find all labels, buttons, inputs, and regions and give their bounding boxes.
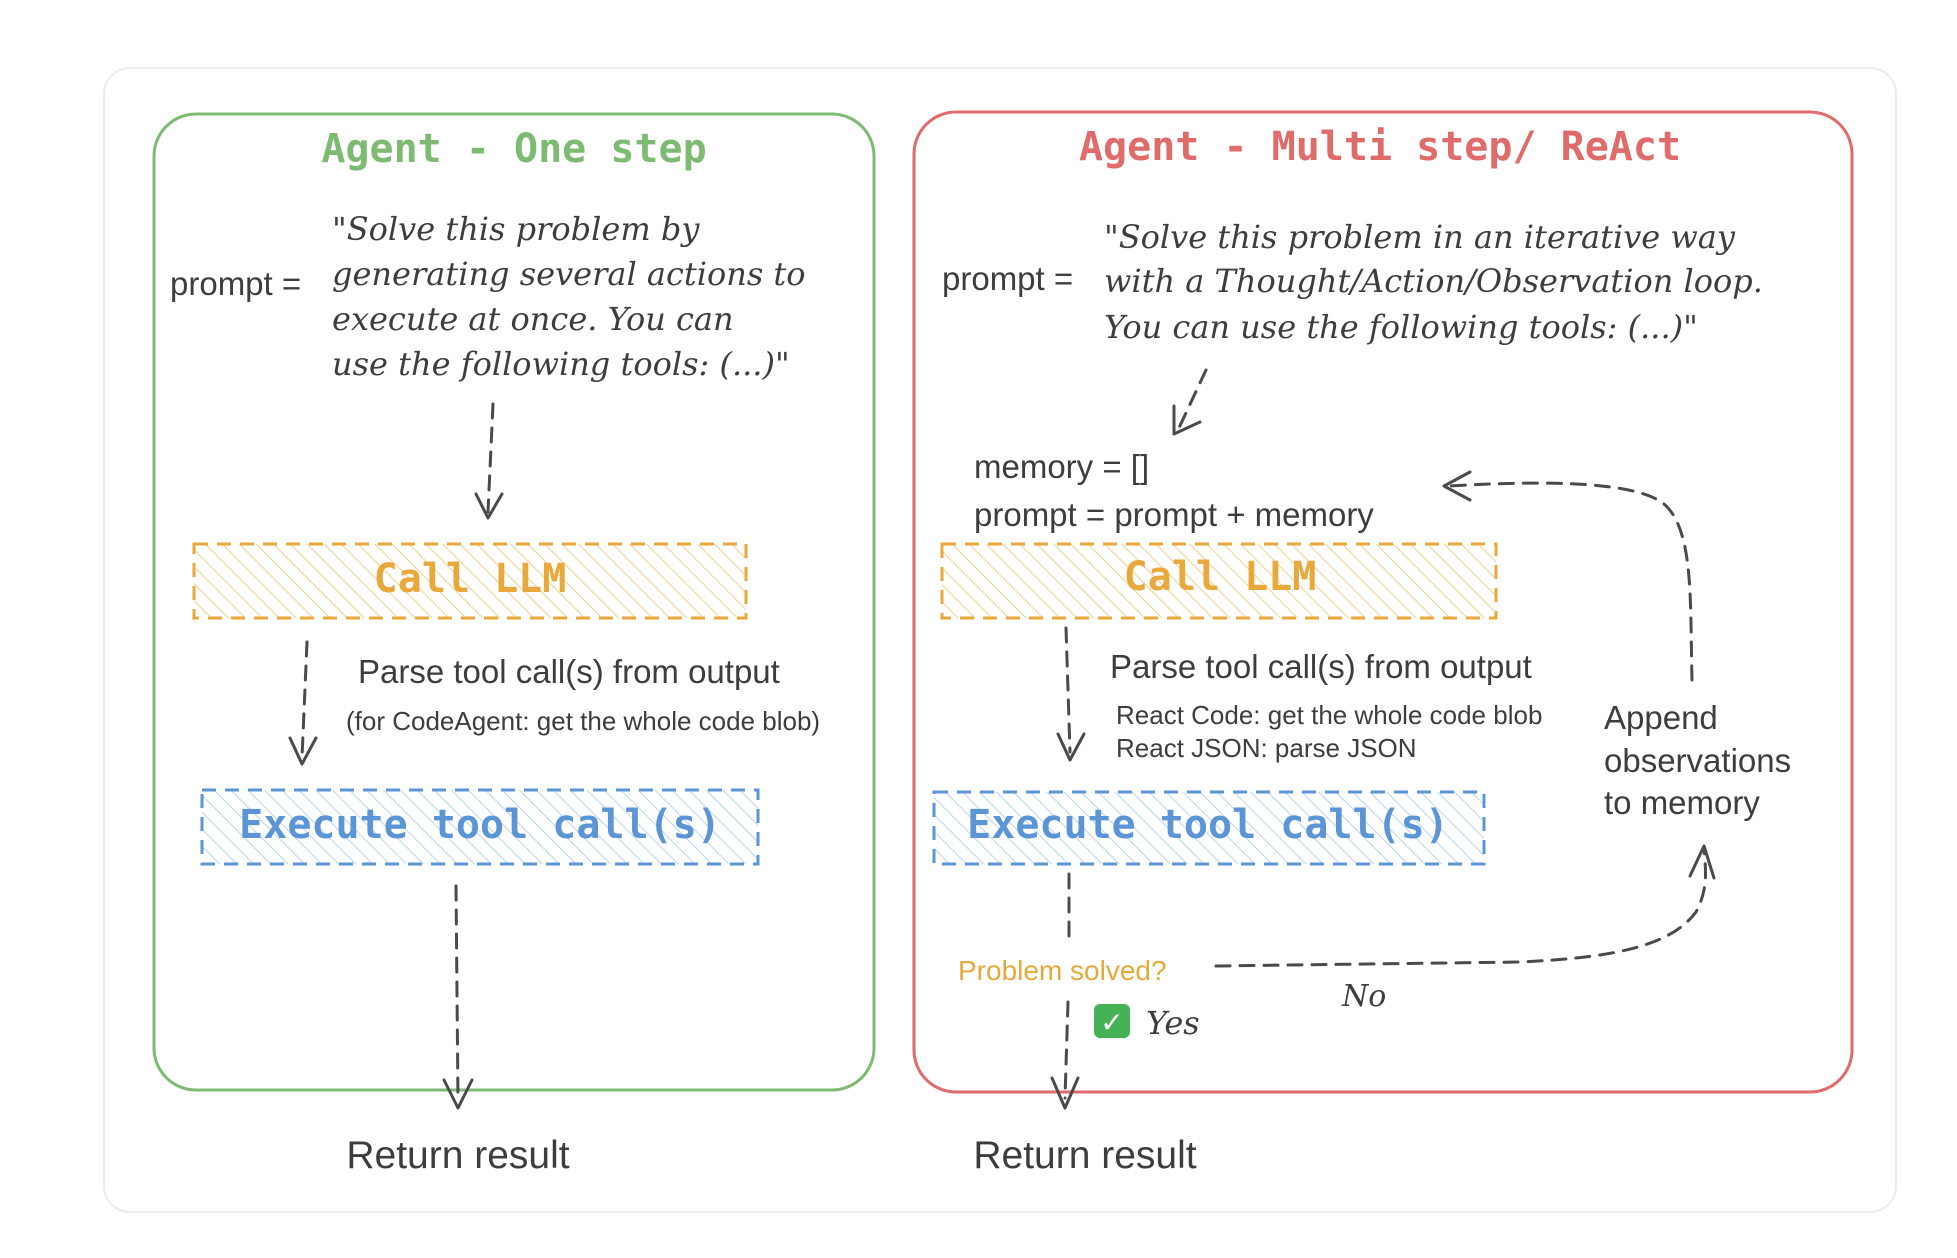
memory-update: prompt = prompt + memory	[974, 496, 1374, 533]
right-arrow-to-memory	[1176, 368, 1208, 432]
append-line-2: observations	[1604, 742, 1791, 779]
no-branch-arrow	[1214, 848, 1707, 968]
memory-init: memory = []	[974, 448, 1149, 485]
left-call-llm-box: Call LLM	[192, 542, 748, 620]
right-arrow-to-return-head	[1050, 1076, 1080, 1110]
yes-label: Yes	[1146, 1004, 1200, 1042]
right-arrow-to-execute-head	[1056, 732, 1086, 762]
right-prompt-line-2: with a Thought/Action/Observation loop.	[1104, 262, 1763, 300]
right-parse-note-2: React JSON: parse JSON	[1116, 733, 1417, 763]
right-execute-label: Execute tool call(s)	[967, 802, 1449, 848]
left-panel-title: Agent - One step	[321, 126, 706, 172]
left-prompt-line-4: use the following tools: (...)"	[332, 345, 790, 383]
append-line-3: to memory	[1604, 784, 1760, 821]
left-arrow-to-llm-head	[474, 492, 504, 520]
left-execute-label: Execute tool call(s)	[239, 802, 721, 848]
right-parse-note-1: React Code: get the whole code blob	[1116, 700, 1542, 730]
right-call-llm-label: Call LLM	[1124, 554, 1317, 600]
left-arrow-to-execute	[300, 640, 309, 760]
loop-back-arrow-head	[1442, 470, 1472, 502]
right-arrow-to-execute	[1064, 626, 1072, 754]
left-call-llm-label: Call LLM	[374, 556, 567, 602]
left-execute-box: Execute tool call(s)	[200, 788, 760, 866]
append-line-1: Append	[1604, 699, 1718, 736]
no-label: No	[1341, 979, 1386, 1014]
right-prompt-line-1: "Solve this problem in an iterative way	[1104, 218, 1736, 256]
left-prompt-line-2: generating several actions to	[332, 255, 806, 293]
outer-card	[103, 67, 1897, 1213]
right-prompt-label: prompt =	[942, 260, 1073, 297]
left-panel-frame	[152, 112, 876, 1092]
left-prompt-line-3: execute at once. You can	[332, 300, 734, 338]
right-prompt-line-3: You can use the following tools: (...)"	[1104, 308, 1698, 346]
check-icon	[1094, 1004, 1130, 1038]
left-arrow-to-return-head	[442, 1078, 474, 1110]
yes-check-badge: ✓	[1094, 1004, 1130, 1039]
left-arrow-to-return	[454, 884, 460, 1102]
right-arrow-to-return	[1063, 1000, 1070, 1100]
loop-back-arrow	[1446, 481, 1694, 682]
right-arrow-to-memory-head	[1172, 404, 1202, 436]
right-call-llm-box: Call LLM	[940, 542, 1498, 620]
check-mark: ✓	[1100, 1006, 1123, 1039]
left-prompt-line-1: "Solve this problem by	[332, 210, 700, 248]
right-panel-title: Agent - Multi step/ ReAct	[1079, 124, 1681, 170]
no-branch-arrow-head	[1688, 844, 1716, 880]
right-panel-frame	[912, 110, 1854, 1094]
left-prompt-label: prompt =	[170, 265, 301, 302]
right-execute-box: Execute tool call(s)	[932, 790, 1486, 866]
left-arrow-to-execute-head	[288, 736, 318, 766]
left-return-label: Return result	[346, 1134, 569, 1177]
right-return-label: Return result	[973, 1134, 1196, 1177]
left-parse-note: (for CodeAgent: get the whole code blob)	[346, 706, 820, 736]
left-arrow-to-llm	[486, 402, 495, 514]
left-parse-label: Parse tool call(s) from output	[358, 653, 780, 690]
decision-question: Problem solved?	[958, 955, 1167, 986]
right-parse-label: Parse tool call(s) from output	[1110, 648, 1532, 685]
